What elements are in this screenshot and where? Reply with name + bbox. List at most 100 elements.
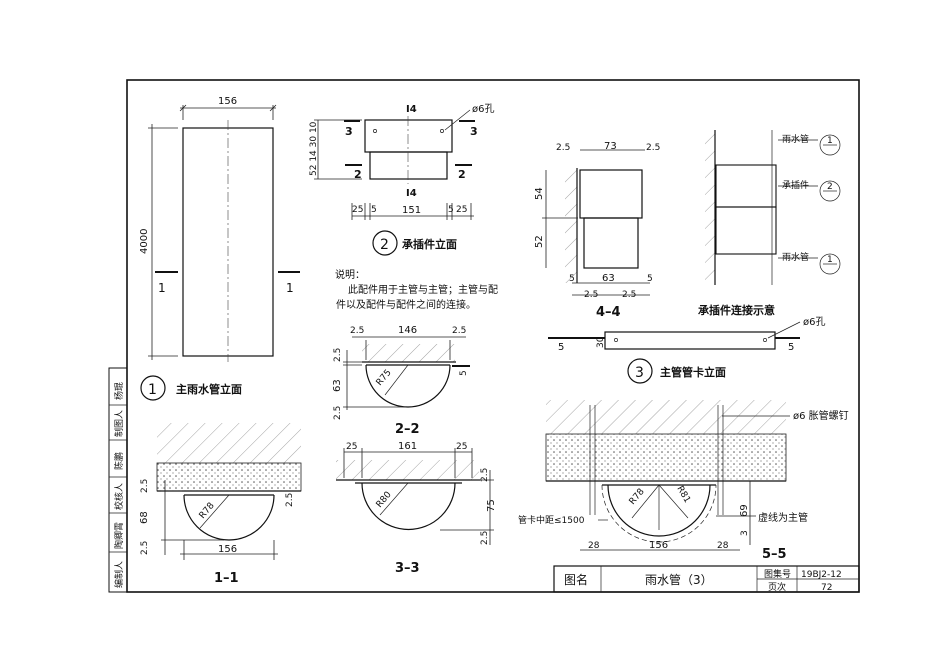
side-label-5: 制图人 xyxy=(113,410,125,437)
s33-w: 161 xyxy=(398,441,417,452)
connection-schematic: 雨水管 1 承插件 2 雨水管 1 承插件连接示意 xyxy=(698,130,841,317)
section-4-4: 2.5 73 2.5 54 52 5 63 5 2.5 2.5 4–4 xyxy=(534,141,660,320)
section-2-2: 2.5 146 2.5 R75 2.5 63 2.5 5 2–2 xyxy=(332,325,470,437)
s22-l: 2.5 xyxy=(350,326,364,336)
title-block: 图名 雨水管（3） 图集号 19BJ2-12 页次 72 xyxy=(553,565,860,593)
side-label-3: 校核人 xyxy=(113,483,125,510)
s44-bot-m: 63 xyxy=(602,273,615,284)
notes-line1: 此配件用于主管与主管；主管与配 xyxy=(348,283,498,296)
s22-h1: 2.5 xyxy=(333,348,343,362)
s55-bot-r: 28 xyxy=(717,541,729,551)
notes: 说明： 此配件用于主管与主管；主管与配 件以及配件与配件之间的连接。 xyxy=(335,268,498,311)
d2-sec3-left: 3 xyxy=(345,125,353,138)
s44-bot-l: 5 xyxy=(569,274,575,284)
s55-bolt: ø6 胀管螺钉 xyxy=(793,409,849,422)
s11-h1: 2.5 xyxy=(140,479,150,493)
d1-section-left: 1 xyxy=(158,281,166,295)
conn-label-3: 雨水管 xyxy=(782,251,809,263)
conn-title: 承插件连接示意 xyxy=(698,303,775,317)
conn-num-1: 1 xyxy=(827,136,833,146)
d2-sec2-left: 2 xyxy=(354,168,362,181)
s44-top-l: 2.5 xyxy=(556,143,570,153)
s33-rad: R80 xyxy=(375,490,394,510)
d1-title: 主雨水管立面 xyxy=(176,382,242,396)
signature-strip: 编制人 陶卿霄 校核人 陈鹏 制图人 杨琨 xyxy=(108,367,128,593)
s22-h3: 2.5 xyxy=(333,406,343,420)
tb-atlas-label: 图集号 xyxy=(764,568,791,580)
s33-h3: 2.5 xyxy=(480,531,490,545)
s33-r: 25 xyxy=(456,442,467,452)
d2-title: 承插件立面 xyxy=(402,237,457,251)
d2-dim-5b: 5 xyxy=(448,205,454,215)
tb-title: 雨水管（3） xyxy=(645,572,713,587)
s11-h3: 2.5 xyxy=(140,541,150,555)
side-label-6: 杨琨 xyxy=(113,382,125,400)
s44-left-2: 52 xyxy=(534,235,545,248)
s22-rad: R75 xyxy=(375,368,394,388)
s55-bot-l: 28 xyxy=(588,541,600,551)
s33-h1: 2.5 xyxy=(480,468,490,482)
d1-height: 4000 xyxy=(139,229,150,254)
d3-title: 主管管卡立面 xyxy=(660,365,726,379)
section-5-5: ø6 胀管螺钉 R78 R81 69 3 虚线为主管 管卡中距≤1500 28 … xyxy=(518,400,849,562)
tb-label-name: 图名 xyxy=(564,572,588,587)
s33-h2: 75 xyxy=(486,499,497,512)
s55-bot-m: 156 xyxy=(649,540,668,551)
section-3-3: 25 161 25 R80 2.5 75 2.5 3–3 xyxy=(336,441,497,576)
s22-w: 146 xyxy=(398,325,417,336)
s44-bot2-l: 2.5 xyxy=(584,290,598,300)
d2-bottom-mark: I4 xyxy=(406,188,417,199)
conn-num-2: 2 xyxy=(827,182,833,192)
s55-spacing: 管卡中距≤1500 xyxy=(518,514,585,526)
d3-badge: 3 xyxy=(635,365,644,381)
d2-dim-5a: 5 xyxy=(371,205,377,215)
s44-bot-r: 5 xyxy=(647,274,653,284)
side-label-2: 陶卿霄 xyxy=(113,522,125,549)
d2-dim-151: 151 xyxy=(402,205,421,216)
section-1-1: R78 156 2.5 68 2.5 2.5 1–1 xyxy=(139,423,302,586)
s33-label: 3–3 xyxy=(395,561,420,576)
tb-page-label: 页次 xyxy=(768,581,786,593)
d2-sec2-right: 2 xyxy=(458,168,466,181)
s44-left-1: 54 xyxy=(534,187,545,200)
conn-label-1: 雨水管 xyxy=(782,133,809,145)
s44-top-m: 73 xyxy=(604,141,617,152)
detail-2-elevation: I4 ø6孔 I4 52 14 30 10 3 3 2 2 25 5 151 5… xyxy=(309,103,494,256)
tb-atlas-no: 19BJ2-12 xyxy=(801,570,842,580)
s11-w: 156 xyxy=(218,544,237,555)
notes-heading: 说明： xyxy=(335,268,365,281)
s44-top-r: 2.5 xyxy=(646,143,660,153)
d2-left-dims: 52 14 30 10 xyxy=(309,121,319,176)
d2-dim-25a: 25 xyxy=(352,205,363,215)
s22-label: 2–2 xyxy=(395,422,420,437)
s11-label: 1–1 xyxy=(214,571,239,586)
notes-line2: 件以及配件与配件之间的连接。 xyxy=(336,298,476,311)
d1-badge: 1 xyxy=(148,382,157,398)
conn-num-3: 1 xyxy=(827,255,833,265)
d1-width: 156 xyxy=(218,96,237,107)
s22-side: 5 xyxy=(459,370,469,376)
s22-h2: 63 xyxy=(332,379,343,392)
s55-d3: 3 xyxy=(740,530,750,536)
s33-l: 25 xyxy=(346,442,357,452)
d3-hole: ø6孔 xyxy=(803,316,825,328)
s44-label: 4–4 xyxy=(596,305,621,320)
s44-bot2-r: 2.5 xyxy=(622,290,636,300)
s55-label: 5–5 xyxy=(762,547,787,562)
d2-badge: 2 xyxy=(380,237,389,253)
conn-label-2: 承插件 xyxy=(782,179,809,191)
d2-hole: ø6孔 xyxy=(472,103,494,115)
tb-page-no: 72 xyxy=(821,583,832,593)
d1-section-right: 1 xyxy=(286,281,294,295)
side-label-1: 编制人 xyxy=(113,561,125,588)
d2-sec3-right: 3 xyxy=(470,125,478,138)
s55-d69: 69 xyxy=(739,504,750,517)
detail-1-elevation: 156 4000 1 1 1 主雨水管立面 xyxy=(139,96,300,401)
s55-dashed-note: 虚线为主管 xyxy=(758,511,808,524)
d3-d2: 30 xyxy=(596,336,606,348)
d2-dim-25b: 25 xyxy=(456,205,467,215)
side-label-4: 陈鹏 xyxy=(113,452,125,470)
d2-top-mark: I4 xyxy=(406,104,417,115)
s11-rad: R78 xyxy=(198,501,217,521)
